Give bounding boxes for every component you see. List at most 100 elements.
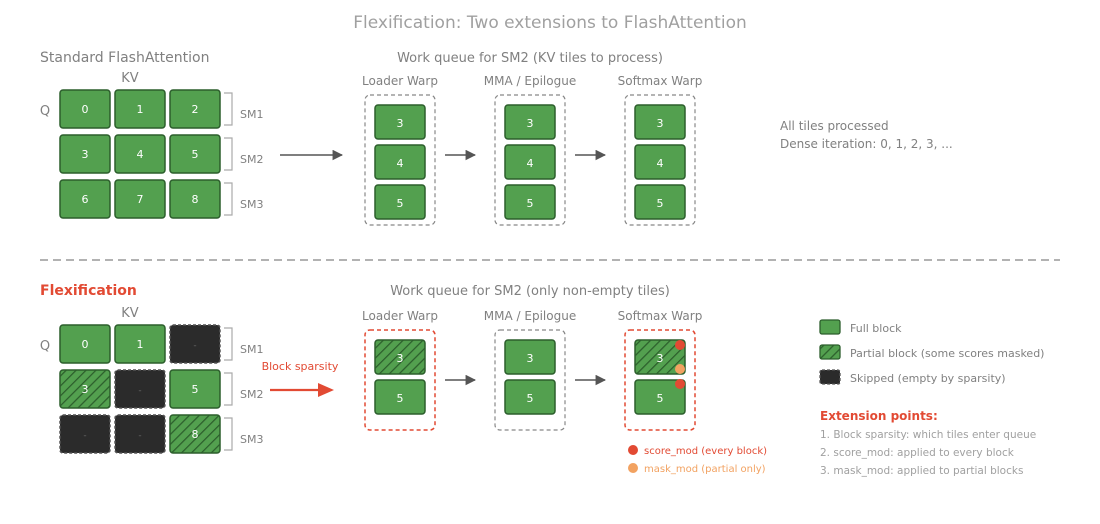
bottom-queue-title: Work queue for SM2 (only non-empty tiles… — [390, 284, 670, 299]
warp-name: Loader Warp — [362, 309, 438, 323]
warp-name: MMA / Epilogue — [484, 74, 576, 88]
top-sm-brackets — [224, 92, 233, 216]
bottom-warp-mma: MMA / Epilogue 3 5 — [484, 309, 576, 431]
top-sm1-label: SM1 — [240, 108, 263, 121]
tile-label: 5 — [397, 197, 404, 210]
queue-tile: 5 — [634, 379, 686, 415]
bottom-sm-brackets — [224, 327, 233, 451]
legend-label-full: Full block — [850, 322, 902, 335]
bottom-kv-label: KV — [121, 306, 139, 321]
tile-label: 5 — [657, 197, 664, 210]
bottom-grid-tile-0: 0 — [59, 324, 111, 364]
score-mod-legend-label: score_mod (every block) — [644, 446, 767, 457]
tile-label: 1 — [137, 103, 144, 116]
bottom-warp-loader: Loader Warp 3 5 — [362, 309, 438, 431]
warp-name: MMA / Epilogue — [484, 309, 576, 323]
top-grid-tile-1: 1 — [114, 89, 166, 129]
tile-label: 3 — [82, 148, 89, 161]
warp-box — [364, 94, 436, 226]
top-note-line2: Dense iteration: 0, 1, 2, 3, ... — [780, 137, 953, 151]
warp-name: Loader Warp — [362, 74, 438, 88]
top-grid-tile-8: 8 — [169, 179, 221, 219]
top-grid-tile-6: 6 — [59, 179, 111, 219]
block-sparsity-arrow — [270, 383, 334, 397]
queue-tile: 5 — [504, 379, 556, 415]
top-warp-mma: MMA / Epilogue 3 4 5 — [484, 74, 576, 226]
top-grid-tile-3: 3 — [59, 134, 111, 174]
bottom-sm1-label: SM1 — [240, 343, 263, 356]
tile-label: 8 — [192, 193, 199, 206]
extension-point-2: 2. score_mod: applied to every block — [820, 447, 1015, 459]
warp-box — [624, 94, 696, 226]
tile-label: 3 — [397, 117, 404, 130]
warp-name: Softmax Warp — [618, 74, 703, 88]
bottom-grid-tile-5: 5 — [169, 369, 221, 409]
tile-label: 7 — [137, 193, 144, 206]
bottom-sm3-label: SM3 — [240, 433, 263, 446]
tile-label: 3 — [657, 117, 664, 130]
queue-tile: 4 — [374, 144, 426, 180]
tile-label: 3 — [527, 117, 534, 130]
tile-label: - — [193, 341, 196, 351]
tile-label: 0 — [82, 103, 89, 116]
queue-tile: 5 — [374, 379, 426, 415]
top-sm3-label: SM3 — [240, 198, 263, 211]
block-legend: Full block Partial block (some scores ma… — [819, 319, 1044, 385]
score-mod-dot — [675, 379, 685, 389]
warp-name: Softmax Warp — [618, 309, 703, 323]
mask-mod-legend-dot — [628, 463, 638, 473]
queue-tile: 3 — [374, 104, 426, 140]
queue-tile-partial: 3 — [634, 339, 686, 375]
mask-mod-dot — [675, 364, 685, 374]
tile-label: 4 — [657, 157, 664, 170]
bottom-grid-tile-4-skipped: - — [114, 369, 166, 409]
top-warp-loader: Loader Warp 3 4 5 — [362, 74, 438, 226]
tile-label: 2 — [192, 103, 199, 116]
warp-box — [494, 329, 566, 431]
tile-label: 4 — [137, 148, 144, 161]
queue-tile: 3 — [504, 339, 556, 375]
score-mod-legend-dot — [628, 445, 638, 455]
tile-label: 4 — [527, 157, 534, 170]
top-grid-tile-7: 7 — [114, 179, 166, 219]
bottom-grid-tile-7-skipped: - — [114, 414, 166, 454]
tile-label: 5 — [192, 383, 199, 396]
tile-label: 5 — [527, 197, 534, 210]
tile-label: - — [138, 431, 141, 441]
top-grid-tile-0: 0 — [59, 89, 111, 129]
tile-label: - — [138, 386, 141, 396]
tile-label: 3 — [82, 383, 89, 396]
extension-points-title: Extension points: — [820, 409, 938, 423]
queue-tile: 3 — [634, 104, 686, 140]
bottom-kv-grid: 0 1 - 3 - 5 - - — [59, 324, 221, 454]
bottom-grid-tile-2-skipped: - — [169, 324, 221, 364]
block-sparsity-label: Block sparsity — [262, 360, 339, 373]
queue-tile-partial: 3 — [374, 339, 426, 375]
bottom-grid-tile-1: 1 — [114, 324, 166, 364]
queue-tile: 3 — [504, 104, 556, 140]
bottom-grid-tile-8-partial: 8 — [169, 414, 221, 454]
flexification-section-label: Flexification — [40, 283, 137, 299]
bottom-grid-tile-3-partial: 3 — [59, 369, 111, 409]
tile-label: 1 — [137, 338, 144, 351]
tile-label: 5 — [527, 392, 534, 405]
top-kv-label: KV — [121, 71, 139, 86]
queue-tile: 5 — [504, 184, 556, 220]
tile-label: 5 — [192, 148, 199, 161]
warp-box — [364, 329, 436, 431]
tile-label: 5 — [657, 392, 664, 405]
queue-tile: 5 — [374, 184, 426, 220]
queue-tile: 5 — [634, 184, 686, 220]
legend-swatch-skipped — [819, 369, 841, 385]
bottom-grid-tile-6-skipped: - — [59, 414, 111, 454]
tile-label: 0 — [82, 338, 89, 351]
legend-label-partial: Partial block (some scores masked) — [850, 347, 1044, 360]
top-grid-tile-4: 4 — [114, 134, 166, 174]
tile-label: 4 — [397, 157, 404, 170]
score-mod-dot — [675, 340, 685, 350]
top-grid-tile-2: 2 — [169, 89, 221, 129]
tile-label: 8 — [192, 428, 199, 441]
bottom-sm2-label: SM2 — [240, 388, 263, 401]
top-sm2-label: SM2 — [240, 153, 263, 166]
